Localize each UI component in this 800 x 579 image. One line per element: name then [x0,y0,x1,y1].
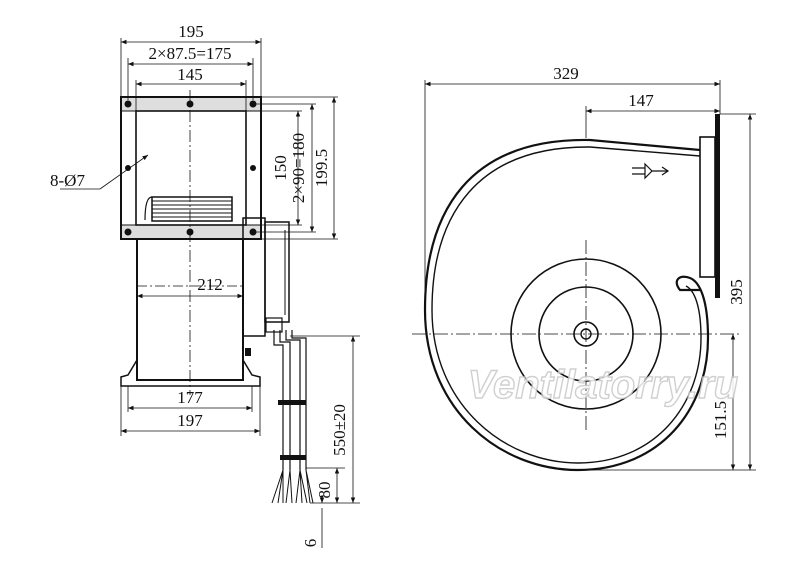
dim-base-inner: 177 [177,388,203,407]
dim-base-outer: 197 [177,411,203,430]
mounting-holes [124,100,257,236]
scroll-housing-outer [423,138,710,472]
side-view: 329 147 395 151.5 [412,64,756,472]
dim-overall-height: 395 [727,279,746,305]
scroll-housing-inner [431,146,702,464]
dim-hole-spacing-v: 2×90=180 [289,133,308,203]
front-view: 195 2×87.5=175 145 8-Ø7 150 2×90=180 199… [50,22,360,548]
dim-housing-width: 212 [197,275,223,294]
base-feet [120,359,261,387]
airflow-arrow-icon [632,162,670,180]
dim-hole-spacing-h: 2×87.5=175 [149,44,232,63]
outlet-flange [699,136,716,278]
dim-cable-length: 550±20 [330,404,349,456]
dim-inner-width: 145 [177,65,203,84]
cable-bundle [271,330,314,504]
dim-inner-height: 150 [271,155,290,181]
mounting-flange [120,96,262,240]
label-holes: 8-Ø7 [50,171,85,190]
dim-width-total: 195 [178,22,204,41]
dim-outlet-offset: 147 [628,91,654,110]
dim-axis-height: 151.5 [711,401,730,439]
dim-wire-strip: 80 [315,482,334,499]
impeller-blades [144,196,233,222]
dim-height-total: 199.5 [312,149,331,187]
watermark: Ventilatorry.ru [468,363,738,407]
dim-overall-length: 329 [553,64,579,83]
dim-wire-end: 6 [301,539,320,548]
